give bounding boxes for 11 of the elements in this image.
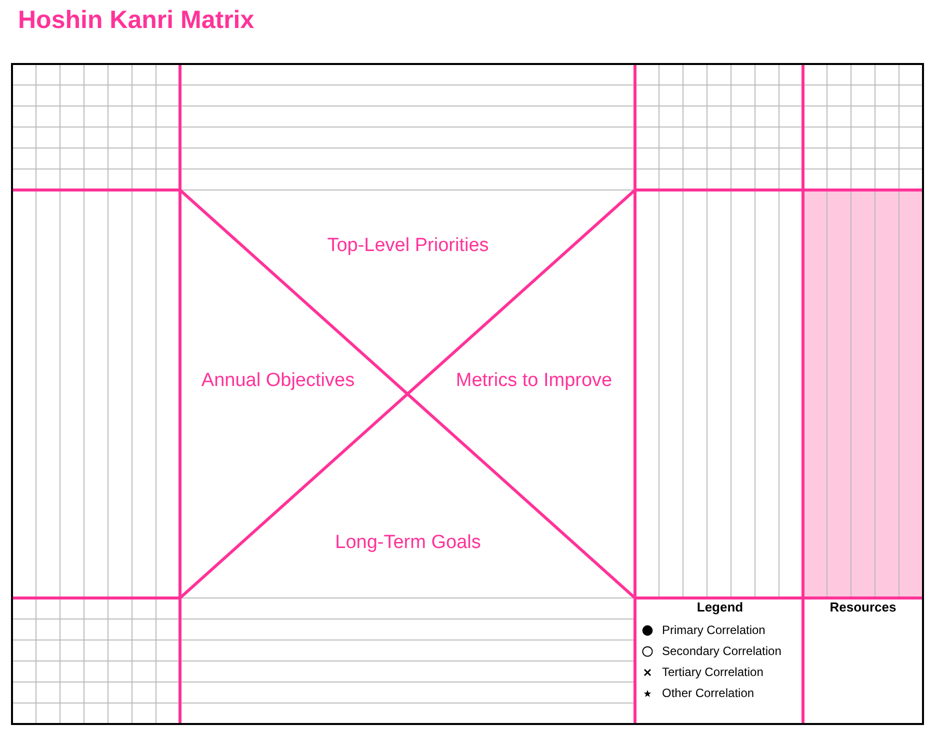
legend-text: Secondary Correlation [662, 644, 782, 658]
legend-text: Tertiary Correlation [662, 665, 764, 679]
diagram-title: Hoshin Kanri Matrix [18, 6, 254, 34]
section-label: Annual Objectives [201, 370, 355, 392]
section-label: Long-Term Goals [335, 532, 481, 554]
column-heading: Resources [830, 600, 896, 616]
section-label: Top-Level Priorities [327, 235, 489, 257]
legend-text: Other Correlation [662, 686, 754, 700]
legend-heading: Legend [696, 600, 744, 616]
legend-text: Primary Correlation [662, 623, 766, 637]
section-label: Metrics to Improve [456, 370, 612, 392]
